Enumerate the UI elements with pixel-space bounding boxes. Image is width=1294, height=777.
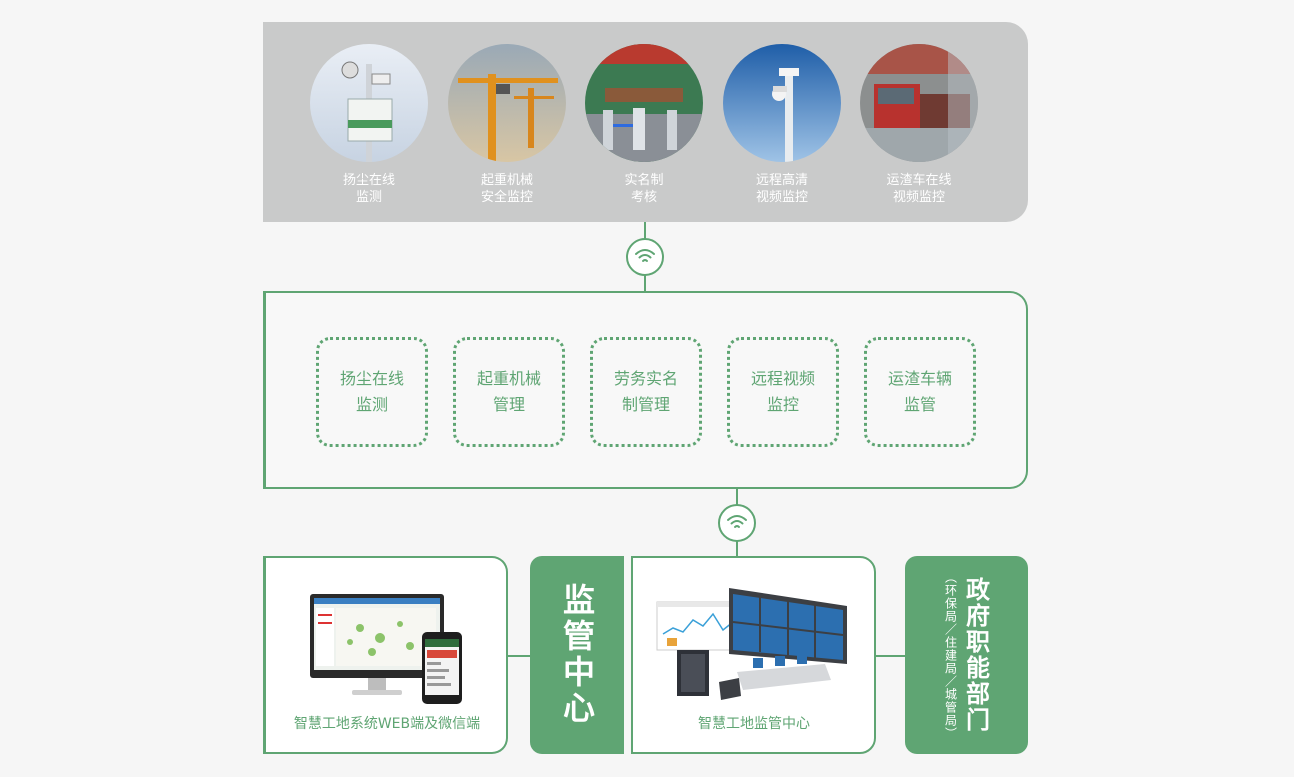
turnstile-photo	[585, 44, 703, 162]
monitor-phone-icon	[310, 594, 462, 704]
connector-line	[875, 655, 905, 657]
web-terminal-box[interactable]: 智慧工地系统WEB端及微信端	[263, 556, 508, 754]
control-room-icon	[656, 588, 847, 700]
device-label-line1: 运渣车在线	[886, 173, 952, 188]
crane-photo	[448, 44, 566, 162]
device-panel: 扬尘在线 监测 起重机械 安全监控	[263, 22, 1028, 222]
device-label-line1: 远程高清	[755, 173, 808, 188]
government-block[interactable]: （环保局／住建局／城管局） 政府职能部门	[905, 556, 1028, 754]
wifi-icon	[718, 504, 756, 542]
control-room-box[interactable]: 智慧工地监管中心	[631, 556, 876, 754]
module-label: 劳务实名 制管理	[613, 369, 678, 414]
module-dust[interactable]: 扬尘在线 监测	[316, 337, 428, 447]
wifi-icon	[626, 238, 664, 276]
control-room-caption: 智慧工地监管中心	[698, 716, 810, 732]
government-title: 政府职能部门	[961, 577, 990, 733]
device-label-line2: 考核	[630, 190, 657, 205]
module-label: 远程视频 监控	[750, 369, 815, 414]
supervision-center-block[interactable]: 监管中心	[530, 556, 624, 754]
device-label-line2: 监测	[355, 190, 382, 205]
module-crane[interactable]: 起重机械 管理	[453, 337, 565, 447]
supervision-center-title: 监管中心	[558, 583, 596, 727]
module-panel: 扬尘在线 监测 起重机械 管理 劳务实名 制管理 远程视频 监控 运渣车辆 监管	[263, 291, 1028, 489]
module-truck[interactable]: 运渣车辆 监管	[864, 337, 976, 447]
government-note: （环保局／住建局／城管局）	[943, 570, 958, 740]
connector-line	[507, 655, 531, 657]
device-label-line2: 安全监控	[480, 190, 533, 205]
module-label: 运渣车辆 监管	[887, 369, 952, 414]
module-video[interactable]: 远程视频 监控	[727, 337, 839, 447]
device-dust-monitor[interactable]: 扬尘在线 监测	[304, 44, 434, 206]
device-label-line1: 扬尘在线	[342, 173, 395, 188]
web-terminal-caption: 智慧工地系统WEB端及微信端	[293, 716, 481, 732]
device-turnstile[interactable]: 实名制 考核	[579, 44, 709, 206]
device-label-line1: 起重机械	[480, 173, 533, 188]
device-truck[interactable]: 运渣车在线 视频监控	[854, 44, 984, 206]
device-label-line2: 视频监控	[892, 190, 945, 205]
device-crane[interactable]: 起重机械 安全监控	[442, 44, 572, 206]
dust-monitor-photo	[310, 44, 428, 162]
module-labor[interactable]: 劳务实名 制管理	[590, 337, 702, 447]
camera-photo	[723, 44, 841, 162]
module-label: 扬尘在线 监测	[339, 369, 404, 414]
device-label-line2: 视频监控	[755, 190, 808, 205]
device-camera[interactable]: 远程高清 视频监控	[717, 44, 847, 206]
truck-photo	[860, 44, 978, 162]
module-label: 起重机械 管理	[476, 369, 541, 414]
device-label-line1: 实名制	[624, 173, 664, 188]
